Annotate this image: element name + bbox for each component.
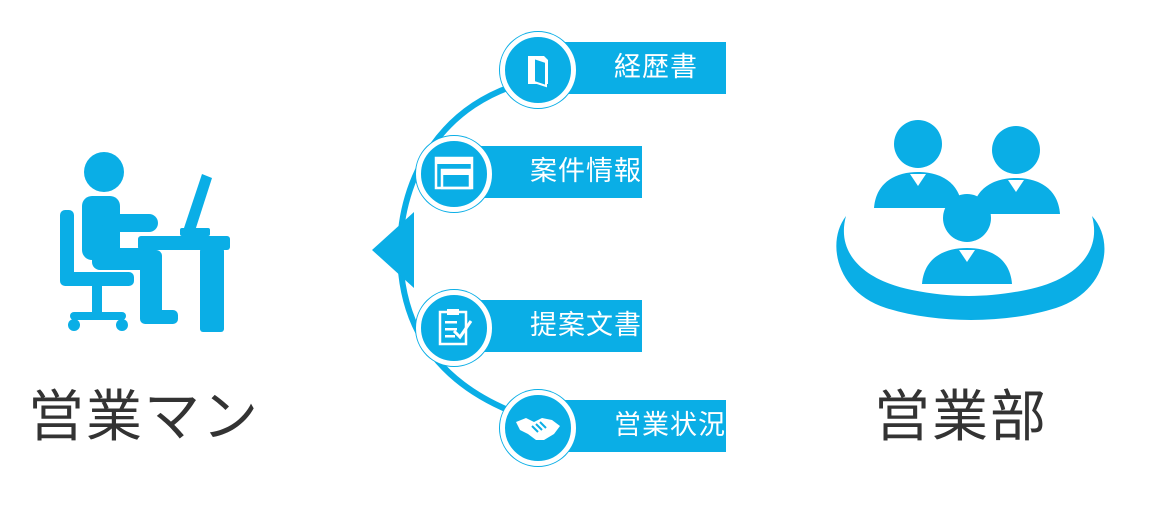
- item-project-info-badge: [416, 136, 492, 212]
- folder-icon: [528, 56, 548, 88]
- person-at-desk-icon: [60, 152, 230, 332]
- team-group-icon: [836, 120, 1105, 320]
- item-proposal-docs-badge: [416, 290, 492, 366]
- salesperson-figure: [52, 150, 232, 340]
- handshake-icon: [516, 418, 560, 440]
- item-resume-label: 経歴書: [614, 52, 698, 83]
- item-resume-badge: [500, 32, 576, 108]
- sales-dept-figure: [826, 112, 1112, 322]
- sales-dept-label: 営業部: [874, 385, 1048, 450]
- pointer-arrow: [372, 212, 414, 288]
- item-sales-status-badge: [500, 390, 576, 466]
- salesperson-label: 営業マン: [28, 385, 260, 450]
- checklist-document-icon: [438, 309, 473, 346]
- item-project-info-label: 案件情報: [530, 156, 642, 187]
- item-proposal-docs-label: 提案文書: [530, 310, 642, 341]
- flow-arc: [372, 77, 536, 423]
- windows-icon: [434, 156, 474, 190]
- item-sales-status-label: 営業状況: [614, 410, 726, 441]
